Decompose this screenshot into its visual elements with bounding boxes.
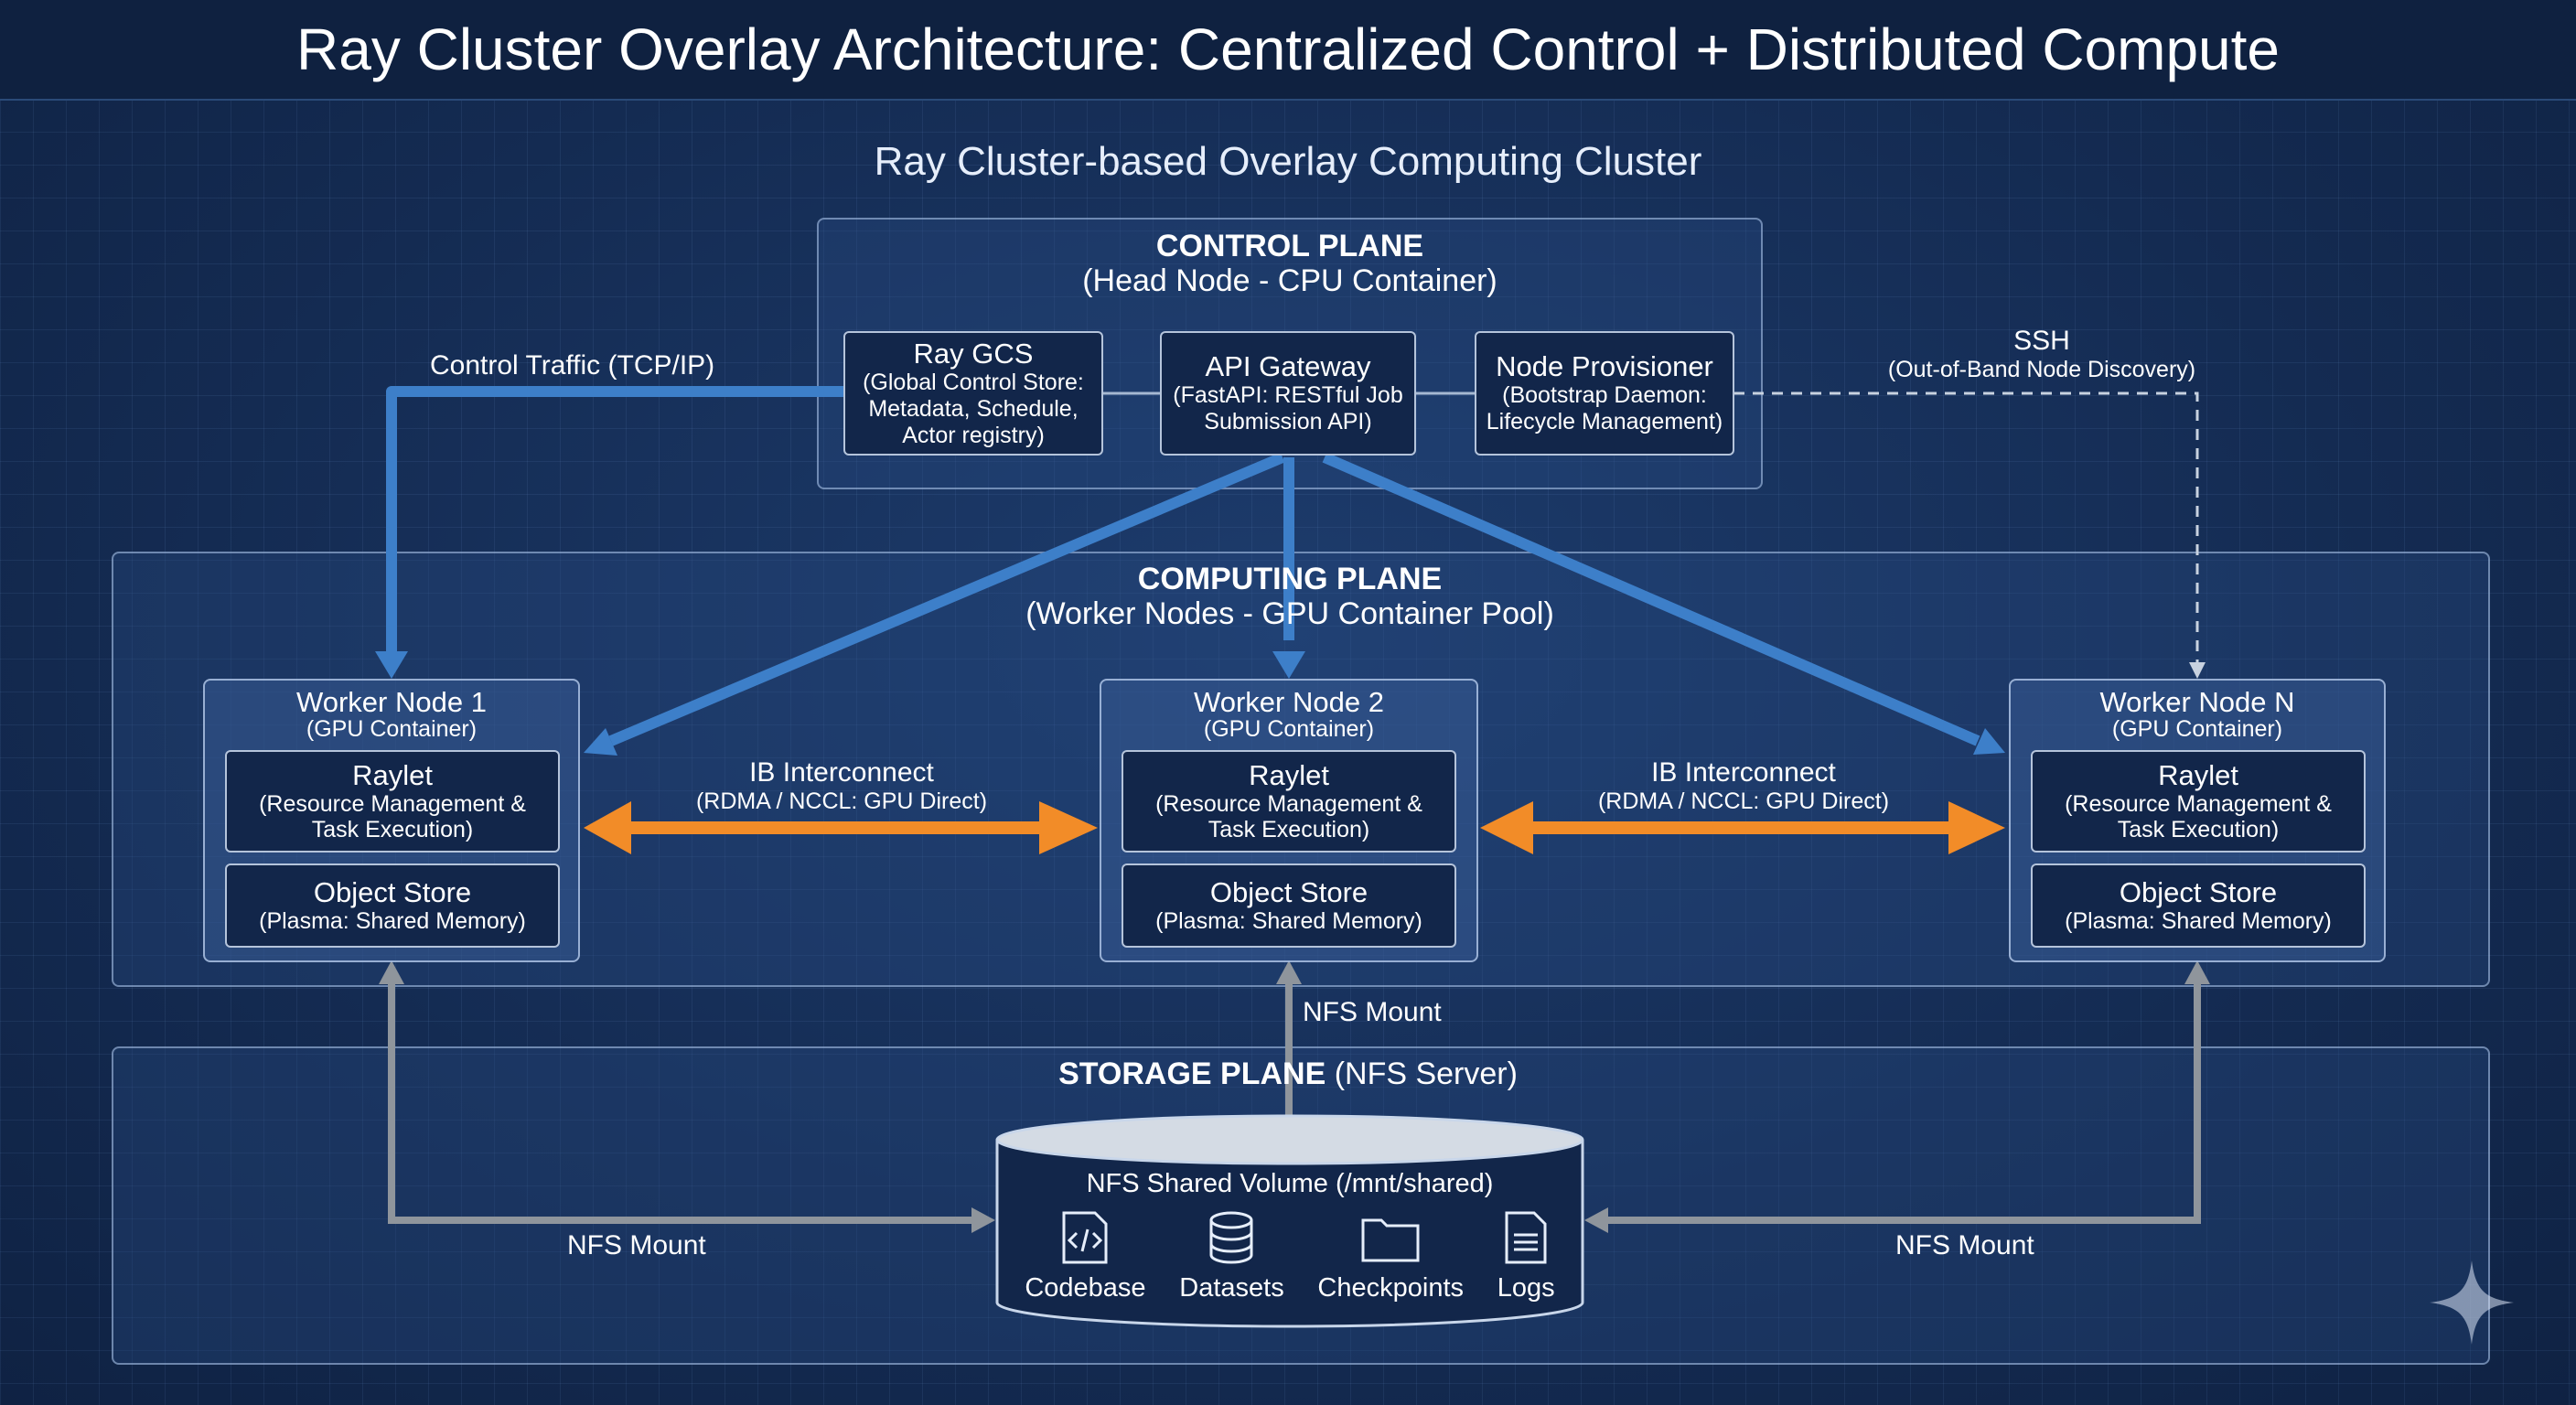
node-provisioner-desc: (Bootstrap Daemon: Lifecycle Management) bbox=[1486, 382, 1723, 434]
api-gateway-box: API Gateway (FastAPI: RESTful Job Submis… bbox=[1160, 331, 1416, 456]
control-traffic-line bbox=[386, 386, 843, 655]
computing-plane-subtitle: (Worker Nodes - GPU Container Pool) bbox=[1025, 596, 1554, 631]
nfs-line-1 bbox=[388, 981, 975, 1224]
ib-arrowhead bbox=[584, 801, 631, 854]
node-provisioner-label: Node Provisioner bbox=[1496, 350, 1713, 382]
diagram-title: Ray Cluster Overlay Architecture: Centra… bbox=[296, 16, 2280, 82]
volume-item-logs: Logs bbox=[1497, 1209, 1555, 1303]
volume-item-datasets: Datasets bbox=[1179, 1209, 1284, 1303]
raylet-box: Raylet (Resource Management & Task Execu… bbox=[1122, 750, 1456, 853]
control-traffic-label: Control Traffic (TCP/IP) bbox=[430, 350, 715, 381]
api-gateway-label: API Gateway bbox=[1205, 350, 1371, 382]
diagram-subtitle: Ray Cluster-based Overlay Computing Clus… bbox=[874, 139, 1702, 184]
raylet-label: Raylet bbox=[1249, 759, 1329, 791]
nfs-arrowhead bbox=[1584, 1207, 1608, 1233]
storage-plane-title-rest: (NFS Server) bbox=[1326, 1056, 1518, 1091]
nfs-mount-label-2: NFS Mount bbox=[1303, 997, 1442, 1027]
nfs-volume-cylinder bbox=[995, 1114, 1584, 1328]
ssh-label: SSH bbox=[2013, 326, 2070, 356]
ssh-desc-label: (Out-of-Band Node Discovery) bbox=[1887, 357, 2196, 382]
worker-subtitle: (GPU Container) bbox=[2111, 716, 2283, 742]
object-store-label: Object Store bbox=[313, 876, 472, 908]
nfs-mount-label-1: NFS Mount bbox=[567, 1230, 706, 1260]
control-arrowhead bbox=[1272, 651, 1305, 679]
control-plane-title: CONTROL PLANE bbox=[1155, 229, 1424, 263]
title-bar: Ray Cluster Overlay Architecture: Centra… bbox=[0, 0, 2576, 101]
ib-label-right: IB Interconnect (RDMA / NCCL: GPU Direct… bbox=[1588, 757, 1899, 815]
control-arrowhead bbox=[1973, 728, 2005, 755]
worker-node-2: Worker Node 2 (GPU Container) Raylet (Re… bbox=[1100, 679, 1478, 962]
control-arrowhead bbox=[584, 728, 617, 756]
raylet-label: Raylet bbox=[352, 759, 433, 791]
ib-title-right: IB Interconnect bbox=[1651, 757, 1836, 788]
raylet-desc: (Resource Management & Task Execution) bbox=[2065, 791, 2332, 842]
computing-plane-heading: COMPUTING PLANE (Worker Nodes - GPU Cont… bbox=[817, 562, 1763, 631]
raylet-desc: (Resource Management & Task Execution) bbox=[1155, 791, 1422, 842]
raylet-label: Raylet bbox=[2158, 759, 2238, 791]
raylet-box: Raylet (Resource Management & Task Execu… bbox=[2031, 750, 2366, 853]
ib-desc-left: (RDMA / NCCL: GPU Direct) bbox=[695, 788, 988, 814]
ib-label-left: IB Interconnect (RDMA / NCCL: GPU Direct… bbox=[686, 757, 997, 815]
ib-desc-right: (RDMA / NCCL: GPU Direct) bbox=[1597, 788, 1890, 814]
worker-title: Worker Node N bbox=[2099, 686, 2295, 718]
ib-title-left: IB Interconnect bbox=[749, 757, 934, 788]
folder-icon bbox=[1361, 1218, 1420, 1262]
object-store-box: Object Store (Plasma: Shared Memory) bbox=[1122, 863, 1456, 948]
storage-plane-title-bold: STORAGE PLANE bbox=[1058, 1056, 1326, 1091]
volume-items: Codebase Datasets Checkpoints Logs bbox=[995, 1209, 1584, 1303]
object-store-desc: (Plasma: Shared Memory) bbox=[1155, 908, 1422, 934]
ray-gcs-desc: (Global Control Store: Metadata, Schedul… bbox=[863, 369, 1084, 448]
raylet-box: Raylet (Resource Management & Task Execu… bbox=[225, 750, 560, 853]
storage-plane-title: STORAGE PLANE (NFS Server) bbox=[0, 1056, 2576, 1092]
volume-item-label: Datasets bbox=[1179, 1273, 1284, 1303]
control-line-worker-n bbox=[1322, 452, 1980, 746]
object-store-box: Object Store (Plasma: Shared Memory) bbox=[2031, 863, 2366, 948]
volume-item-label: Logs bbox=[1497, 1273, 1555, 1303]
nfs-arrowhead bbox=[1276, 960, 1302, 984]
code-file-icon bbox=[1062, 1211, 1108, 1264]
worker-node-1: Worker Node 1 (GPU Container) Raylet (Re… bbox=[203, 679, 580, 962]
database-icon bbox=[1209, 1211, 1253, 1264]
object-store-label: Object Store bbox=[2119, 876, 2278, 908]
sparkle-icon bbox=[2430, 1260, 2514, 1345]
nfs-line-n bbox=[1605, 981, 2201, 1224]
api-gateway-desc: (FastAPI: RESTful Job Submission API) bbox=[1173, 382, 1403, 434]
computing-plane-title: COMPUTING PLANE bbox=[1137, 562, 1443, 596]
worker-node-n: Worker Node N (GPU Container) Raylet (Re… bbox=[2009, 679, 2386, 962]
control-line-worker-1 bbox=[608, 452, 1285, 746]
object-store-box: Object Store (Plasma: Shared Memory) bbox=[225, 863, 560, 948]
control-arrowhead bbox=[375, 651, 408, 679]
node-provisioner-box: Node Provisioner (Bootstrap Daemon: Life… bbox=[1475, 331, 1734, 456]
worker-title: Worker Node 2 bbox=[1194, 686, 1384, 718]
log-file-icon bbox=[1505, 1211, 1547, 1264]
nfs-mount-label-n: NFS Mount bbox=[1895, 1230, 2034, 1260]
volume-item-checkpoints: Checkpoints bbox=[1317, 1209, 1464, 1303]
object-store-desc: (Plasma: Shared Memory) bbox=[2065, 908, 2332, 934]
nfs-arrowhead bbox=[379, 960, 404, 984]
ssh-arrowhead bbox=[2189, 662, 2206, 679]
ib-arrowhead bbox=[1480, 801, 1533, 854]
nfs-volume-label: NFS Shared Volume (/mnt/shared) bbox=[1086, 1169, 1494, 1198]
worker-title: Worker Node 1 bbox=[296, 686, 487, 718]
ray-gcs-label: Ray GCS bbox=[913, 337, 1034, 370]
control-plane-heading: CONTROL PLANE (Head Node - CPU Container… bbox=[817, 229, 1763, 298]
control-plane-subtitle: (Head Node - CPU Container) bbox=[1082, 263, 1497, 298]
worker-subtitle: (GPU Container) bbox=[1203, 716, 1375, 742]
object-store-desc: (Plasma: Shared Memory) bbox=[259, 908, 526, 934]
ssh-line bbox=[1733, 391, 2199, 666]
volume-item-codebase: Codebase bbox=[1025, 1209, 1146, 1303]
ib-arrowhead bbox=[1039, 801, 1098, 854]
volume-item-label: Codebase bbox=[1025, 1273, 1146, 1303]
volume-item-label: Checkpoints bbox=[1317, 1273, 1465, 1303]
raylet-desc: (Resource Management & Task Execution) bbox=[259, 791, 526, 842]
object-store-label: Object Store bbox=[1209, 876, 1368, 908]
ib-arrowhead bbox=[1948, 801, 2005, 854]
ray-gcs-box: Ray GCS (Global Control Store: Metadata,… bbox=[843, 331, 1103, 456]
worker-subtitle: (GPU Container) bbox=[306, 716, 478, 742]
nfs-arrowhead bbox=[2184, 960, 2210, 984]
nfs-arrowhead bbox=[971, 1207, 995, 1233]
